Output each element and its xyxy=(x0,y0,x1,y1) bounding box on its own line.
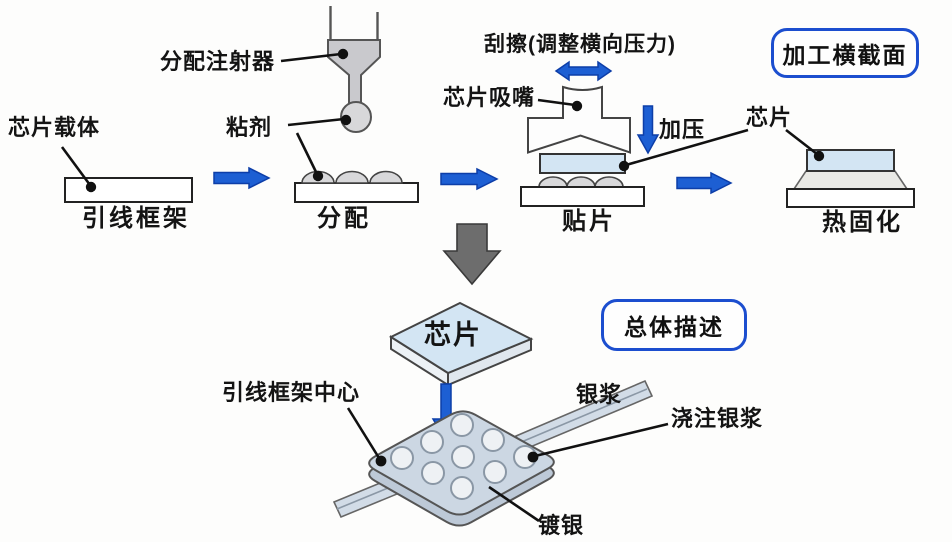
adhesive-dot-ball xyxy=(340,114,352,126)
step-attach-label: 贴片 xyxy=(562,208,616,235)
press-down-arrow-icon xyxy=(636,105,660,155)
paste-hole xyxy=(481,428,505,452)
overview-title-box: 总体描述 xyxy=(601,299,747,351)
chip-carrier-label: 芯片载体 xyxy=(8,115,101,140)
cured-adhesive-fillet-shape xyxy=(792,170,909,190)
frame-center-leader-line xyxy=(346,407,381,459)
attach-chip-shape xyxy=(539,153,626,174)
pickup-nozzle-shape xyxy=(527,85,631,154)
adhesive-bump xyxy=(538,176,568,188)
section-down-arrow-icon xyxy=(442,223,502,286)
paste-hole xyxy=(483,460,507,484)
paste-hole-grid xyxy=(390,413,537,500)
syringe-dot xyxy=(337,48,349,60)
overview-section xyxy=(332,301,669,527)
scrub-double-arrow-icon xyxy=(554,60,613,82)
syringe-label: 分配注射器 xyxy=(160,49,276,74)
chip-carrier-leader-line xyxy=(60,146,92,186)
cross-section-title-box: 加工横截面 xyxy=(771,28,919,78)
lead-frame-shape xyxy=(64,177,193,203)
syringe-leader-line xyxy=(280,52,342,63)
step-cure-label: 热固化 xyxy=(822,209,903,236)
scrub-label: 刮擦(调整横向压力) xyxy=(484,33,676,56)
flow-arrow-3-icon xyxy=(676,171,733,195)
attach-substrate-shape xyxy=(520,186,645,207)
chip-dot-attach xyxy=(618,160,630,172)
press-label: 加压 xyxy=(659,117,706,142)
paste-hole xyxy=(420,430,444,454)
pour-paste-label: 浇注银浆 xyxy=(671,406,764,431)
chip-dot-cure xyxy=(813,150,825,162)
cure-substrate-shape xyxy=(786,188,915,208)
flow-arrow-1-icon xyxy=(213,166,271,190)
attach-station xyxy=(520,60,749,207)
paste-hole xyxy=(450,413,474,437)
paste-hole xyxy=(390,446,414,470)
chip-leader-line-cure xyxy=(785,128,818,156)
cure-station xyxy=(785,128,915,208)
chip3d-top-face xyxy=(388,301,534,375)
flow-arrow-2-icon xyxy=(440,167,499,191)
nozzle-dot xyxy=(571,100,583,112)
cure-chip-shape xyxy=(806,149,895,172)
chip-top-label: 芯片 xyxy=(746,105,793,130)
chip-bottom-label: 芯片 xyxy=(424,320,482,350)
adhesive-leader-line-ball xyxy=(287,117,345,127)
adhesive-dot-bump xyxy=(312,170,324,182)
step-dispense-label: 分配 xyxy=(317,205,371,232)
silver-plating-leader-line xyxy=(488,485,540,523)
adhesive-bump xyxy=(594,176,624,188)
paste-hole xyxy=(450,476,474,500)
step-lead-frame-label: 引线框架 xyxy=(82,205,190,232)
chip-leader-line-attach xyxy=(625,128,749,167)
chip-carrier-dot xyxy=(85,181,97,193)
silver-paste-label: 银浆 xyxy=(576,382,623,407)
paste-hole xyxy=(421,461,445,485)
adhesive-bump xyxy=(335,170,369,184)
adhesive-bump xyxy=(566,176,596,188)
frame-center-dot xyxy=(375,455,387,467)
lead-rail-upper-edge-line xyxy=(518,388,648,444)
paste-hole xyxy=(451,445,475,469)
frame-center-label: 引线框架中心 xyxy=(222,380,361,405)
adhesive-label: 粘剂 xyxy=(226,115,273,140)
pour-paste-dot xyxy=(527,451,539,463)
adhesive-bump xyxy=(369,170,403,184)
syringe-funnel-shape xyxy=(327,39,381,104)
nozzle-label: 芯片吸嘴 xyxy=(443,85,536,110)
pour-paste-leader-line xyxy=(534,422,669,458)
lead-frame-station xyxy=(60,146,193,203)
dispense-station xyxy=(280,6,419,203)
nozzle-leader-line xyxy=(537,98,576,107)
adhesive-leader-line-bump xyxy=(295,132,319,175)
dispense-substrate-shape xyxy=(294,182,419,203)
silver-plating-label: 镀银 xyxy=(538,513,585,538)
